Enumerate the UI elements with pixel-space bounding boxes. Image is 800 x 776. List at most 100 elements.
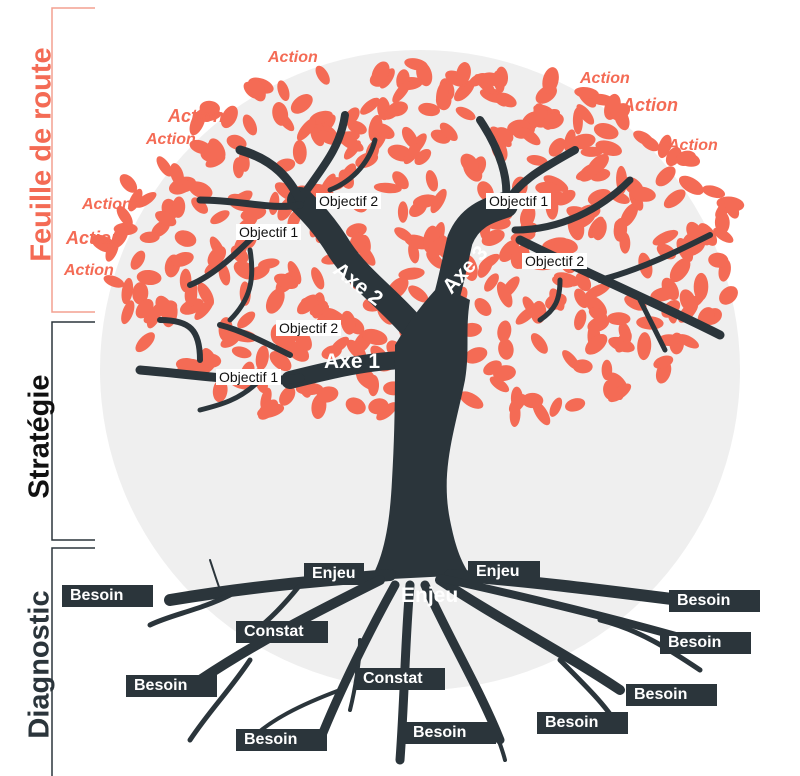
leaf	[724, 198, 740, 219]
enjeu-main-label: Enjeu	[401, 584, 459, 607]
besoin-tag: Besoin	[669, 590, 761, 612]
leaf	[430, 188, 447, 214]
leaf	[509, 402, 521, 427]
leaf	[265, 288, 285, 314]
leaf	[456, 62, 471, 85]
leaf	[572, 107, 583, 135]
leaf	[168, 179, 191, 195]
action-label: Action	[82, 196, 132, 213]
leaf	[574, 309, 587, 331]
leaf	[258, 258, 280, 269]
leaf	[414, 148, 432, 166]
trunk	[370, 285, 470, 580]
leaf	[481, 72, 506, 87]
leaf	[460, 153, 479, 173]
leaf	[439, 122, 458, 141]
leaf	[103, 275, 125, 288]
leaf	[296, 294, 319, 315]
leaf	[489, 376, 510, 393]
leaf	[274, 273, 299, 290]
objectif-label: Objectif 2	[316, 193, 382, 209]
leaf	[371, 61, 390, 85]
leaf	[678, 175, 704, 195]
leaf	[530, 333, 548, 354]
leaf	[719, 286, 738, 305]
leaf	[543, 112, 564, 130]
leaf	[360, 97, 380, 115]
leaf	[677, 334, 699, 349]
leaf	[356, 370, 379, 391]
leaf	[496, 92, 517, 108]
leaf	[121, 277, 134, 305]
besoin-tag: Besoin	[660, 632, 752, 654]
leaf	[455, 106, 476, 121]
leaf	[637, 332, 652, 361]
leaf	[311, 267, 325, 290]
leaf	[653, 355, 674, 369]
action-label: Action	[622, 95, 678, 115]
leaf	[574, 288, 589, 309]
leaf	[387, 101, 408, 117]
leaf	[116, 205, 133, 227]
leaf	[368, 398, 389, 415]
leaf	[610, 103, 631, 121]
leaf	[584, 283, 611, 299]
leaf	[663, 189, 686, 209]
leaf	[376, 402, 398, 421]
leaf	[676, 152, 701, 167]
leaf	[548, 138, 566, 157]
leaf	[277, 80, 290, 102]
leaf	[220, 105, 238, 129]
besoin-tag: Besoin	[626, 684, 718, 706]
leaf	[189, 109, 206, 136]
leaf	[338, 135, 364, 152]
leaf	[565, 398, 586, 412]
leaf	[519, 204, 536, 228]
leaf	[708, 252, 729, 268]
leaf	[155, 210, 177, 227]
leaf	[404, 58, 428, 71]
objectif-label: Objectif 2	[522, 253, 588, 269]
leaf	[346, 339, 367, 360]
leaf	[526, 155, 548, 166]
leaf	[121, 300, 135, 325]
leaf	[532, 400, 551, 426]
leaf	[593, 123, 619, 140]
action-label: Action	[146, 131, 196, 148]
leaf	[272, 102, 289, 126]
leaf	[477, 257, 493, 278]
action-label: Action	[64, 262, 114, 279]
leaf	[497, 320, 512, 343]
leaf	[570, 133, 596, 150]
leaf	[191, 197, 209, 214]
leaf	[576, 104, 595, 125]
leaf	[208, 138, 226, 161]
leaf	[618, 322, 632, 343]
leaf	[588, 307, 608, 322]
leaf	[484, 273, 499, 292]
leaf	[563, 129, 576, 152]
leaf	[496, 281, 513, 308]
leaf	[459, 391, 484, 409]
leaf	[207, 246, 227, 267]
leaf	[535, 181, 561, 196]
leaf	[315, 65, 330, 85]
action-label: Action	[168, 106, 224, 126]
leaf	[373, 182, 402, 194]
leaf	[279, 386, 296, 406]
leaf	[316, 386, 339, 403]
constat-tag: Constat	[236, 621, 328, 643]
leaf	[425, 170, 439, 192]
leaf	[606, 312, 631, 326]
leaf	[403, 143, 422, 165]
leaf	[580, 146, 603, 157]
leaf	[481, 229, 505, 246]
leaf	[237, 311, 256, 329]
leaf	[575, 272, 592, 292]
leaf	[426, 237, 447, 259]
leaf	[200, 353, 222, 368]
leaf	[657, 134, 672, 159]
leaf	[714, 211, 730, 235]
leaf	[135, 332, 155, 353]
